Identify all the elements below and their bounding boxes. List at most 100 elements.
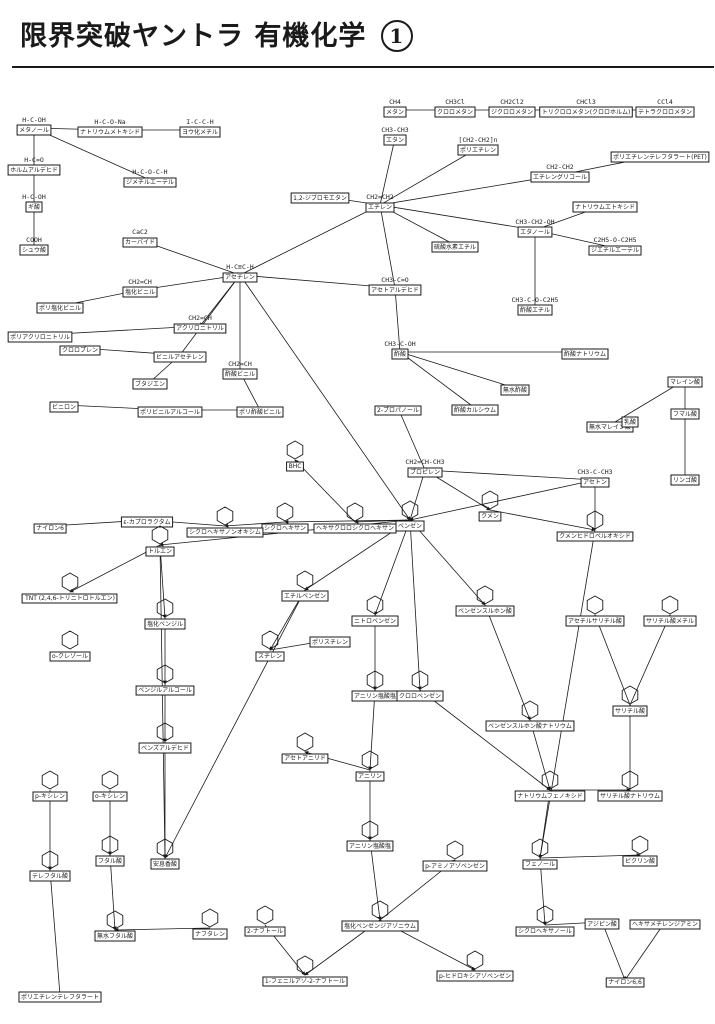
benzene-ring-icon	[401, 500, 419, 520]
compound-label: ポリビニルアルコール	[140, 408, 200, 416]
benzene-ring-icon	[371, 900, 389, 920]
compound-vinylon: ビニロン	[49, 401, 79, 413]
title-divider	[12, 66, 714, 68]
compound-label-box	[122, 286, 158, 298]
compound-label: 乳酸	[624, 418, 636, 426]
compound-label: クロロベンゼン	[399, 692, 441, 700]
compound-label-box	[485, 720, 575, 732]
compound-label: アセトアニリド	[284, 755, 326, 762]
reaction-arrow-acetylene-to-ethylene	[239, 204, 381, 276]
compound-label: トリクロロメタン(クロロホルム)	[542, 108, 631, 116]
compound-label-box	[7, 164, 61, 176]
compound-label-box	[612, 705, 648, 717]
structural-formula: H-C-O-C-H	[132, 168, 167, 176]
reaction-arrow-na_benzenesulfonate-to-na_phenoxide	[529, 719, 552, 791]
compound-label-box	[622, 855, 658, 867]
structural-formula: CH3-CH2-OH	[515, 218, 554, 226]
benzene-ring-icon	[366, 670, 384, 690]
compound-label-box	[514, 790, 586, 802]
compound-label-box	[94, 930, 136, 942]
compound-polystyrene: ポリスチレン	[309, 636, 351, 648]
compound-ethanol: CH3-CH2-OH エタノール	[515, 218, 555, 238]
compound-label-box	[25, 201, 43, 213]
compound-label: 無水マレイン酸	[589, 423, 631, 431]
compound-label: o-キシレン	[95, 793, 125, 800]
compound-label: スチレン	[258, 653, 282, 660]
benzene-ring-icon	[151, 525, 169, 545]
compound-label-box	[621, 416, 639, 428]
compound-label-box	[605, 977, 645, 988]
benzene-ring-icon	[101, 770, 119, 790]
compound-picric: ピクリン酸	[622, 835, 658, 867]
compound-label: エタノール	[520, 228, 550, 236]
compound-phenol: フェノール	[522, 838, 558, 870]
compound-label-box	[584, 918, 620, 930]
compound-label: ポリエチレンテレフタラート	[21, 993, 99, 1001]
compound-label: ポリ塩化ビニル	[39, 304, 81, 312]
compound-label: フェノール	[525, 861, 555, 868]
benzene-ring-icon	[621, 685, 639, 705]
reaction-arrow-toluene-to-tnt	[69, 544, 161, 593]
reaction-arrow-acetic-to-calcium_acetate	[399, 351, 476, 409]
compound-label-box	[173, 323, 227, 334]
compound-label: ヘキサメチレンジアミン	[632, 921, 698, 928]
compound-salicylic: サリチル酸	[612, 685, 648, 717]
benzene-ring-icon	[586, 595, 604, 615]
compound-label: ポリアクリロニトリル	[10, 333, 70, 341]
compound-label: シクロヘキサン	[264, 525, 306, 532]
reaction-arrow-benzene-to-chlorobenzene	[409, 519, 422, 691]
structural-formula: CH3-CH3	[381, 126, 408, 134]
compound-label-box	[431, 241, 479, 253]
compound-label: p-アミノアゾベンゼン	[425, 862, 485, 870]
reaction-arrow-acetaldehyde-to-acetic	[394, 287, 402, 353]
compound-label: カーバイド	[125, 239, 155, 246]
compound-label: シクロヘキサノンオキシム	[189, 529, 261, 536]
benzene-ring-icon	[101, 835, 119, 855]
compound-label-box	[95, 855, 125, 867]
benzene-ring-icon	[106, 910, 124, 930]
title-number-badge: 1	[380, 20, 413, 52]
compound-label: ポリエチレン	[460, 146, 496, 154]
compound-label: 塩化ビニル	[125, 288, 155, 296]
reaction-arrow-propylene-to-acetone	[424, 469, 596, 482]
compound-na-benzenesulfonate: ベンゼンスルホン酸ナトリウム	[485, 700, 575, 732]
benzene-ring-icon	[296, 955, 314, 975]
reaction-arrow-acetic-to-acetic_anhydride	[399, 351, 516, 389]
compound-vinylacetylene: ビニルアセチレン	[153, 351, 207, 363]
compound-label: アセトアルデヒド	[371, 286, 419, 294]
reaction-arrow-acetylene-to-benzene	[239, 274, 411, 521]
compound-label: シクロヘキサノール	[518, 928, 572, 935]
compound-label-box	[33, 523, 67, 534]
compound-label-box	[36, 302, 84, 314]
compound-fumaric: フマル酸	[670, 408, 700, 420]
structural-formula: CH3-C=O	[381, 276, 408, 284]
compound-cyclohexanone-oxime: シクロヘキサノンオキシム	[186, 506, 264, 538]
structural-formula: CH3Cl	[445, 98, 465, 106]
compound-label: ポリ酢酸ビニル	[239, 408, 281, 416]
compound-label-box	[132, 378, 168, 390]
compound-na-salicylate: サリチル酸ナトリウム	[597, 770, 663, 802]
compound-benzyl-chloride: 塩化ベンジル	[144, 598, 186, 630]
compound-label-box	[374, 405, 422, 416]
compound-label: 酢酸ナトリウム	[564, 350, 606, 358]
compound-chloroprene: クロロプレン	[59, 345, 101, 356]
compound-label: ナトリウムエトキシド	[575, 203, 635, 211]
compound-label-box	[351, 615, 399, 627]
compound-label-box	[18, 991, 102, 1003]
structural-formula: CH2=CH	[228, 360, 252, 368]
reaction-arrow-phthalic-to-phthalic_anhydride	[109, 854, 117, 931]
benzene-ring-icon	[481, 490, 499, 510]
reaction-arrow-cyclohexane-to-cyclohexanone_oxime	[224, 521, 286, 528]
compound-label-box	[368, 284, 422, 296]
compound-label: ナイロン6,6	[608, 979, 642, 986]
compound-label-box	[561, 348, 609, 360]
compound-label: ビニロン	[52, 403, 76, 411]
compound-label-box	[281, 590, 329, 602]
compound-label: ベンゼンスルホン酸ナトリウム	[488, 722, 572, 730]
reaction-arrow-anilinium-to-aniline	[368, 689, 376, 771]
